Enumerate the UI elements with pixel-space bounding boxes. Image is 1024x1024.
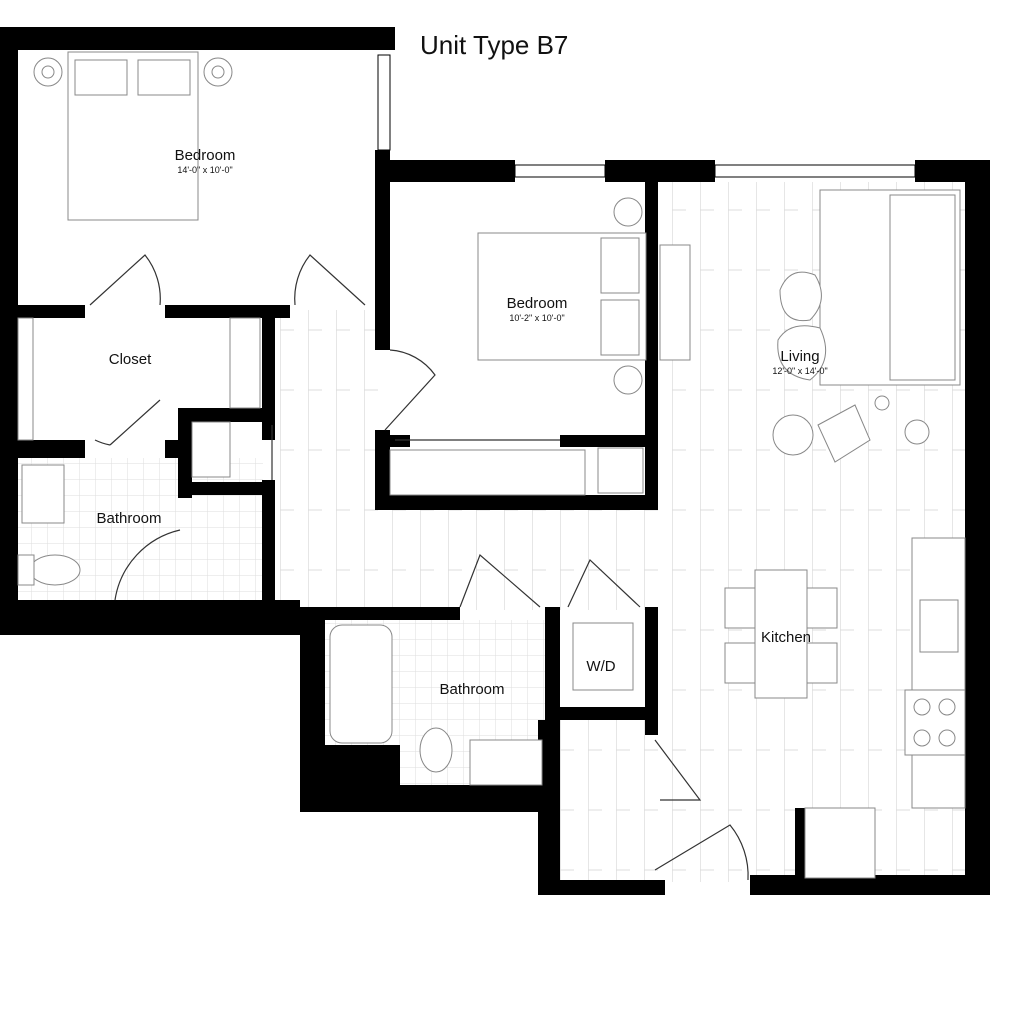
kitchen-island bbox=[754, 569, 808, 699]
room-dims: 14'-0" x 10'-0" bbox=[177, 165, 233, 175]
room-label-bathroom-2: Bathroom bbox=[439, 681, 505, 698]
room-name: Living bbox=[780, 348, 820, 365]
page-title: Unit Type B7 bbox=[420, 30, 569, 60]
room-label-bathroom-1: Bathroom bbox=[96, 510, 162, 527]
windows bbox=[377, 54, 916, 178]
furniture bbox=[17, 51, 966, 879]
room-label-bedroom-1: Bedroom 14'-0" x 10'-0" bbox=[175, 147, 236, 175]
room-label-closet: Closet bbox=[108, 351, 152, 368]
room-label-living: Living 12'-0" x 14'-0" bbox=[772, 348, 827, 376]
room-label-wd: W/D bbox=[586, 658, 616, 675]
room-dims: 12'-0" x 14'-0" bbox=[772, 366, 828, 376]
bathtub bbox=[329, 624, 393, 744]
room-dims: 10'-2" x 10'-0" bbox=[509, 313, 565, 323]
room-name: Bedroom bbox=[174, 147, 236, 164]
room-label-kitchen: Kitchen bbox=[760, 629, 812, 646]
doors bbox=[89, 254, 749, 881]
room-name: Bedroom bbox=[506, 295, 568, 312]
room-label-bedroom-2: Bedroom 10'-2" x 10'-0" bbox=[507, 295, 568, 323]
walls bbox=[0, 27, 990, 895]
